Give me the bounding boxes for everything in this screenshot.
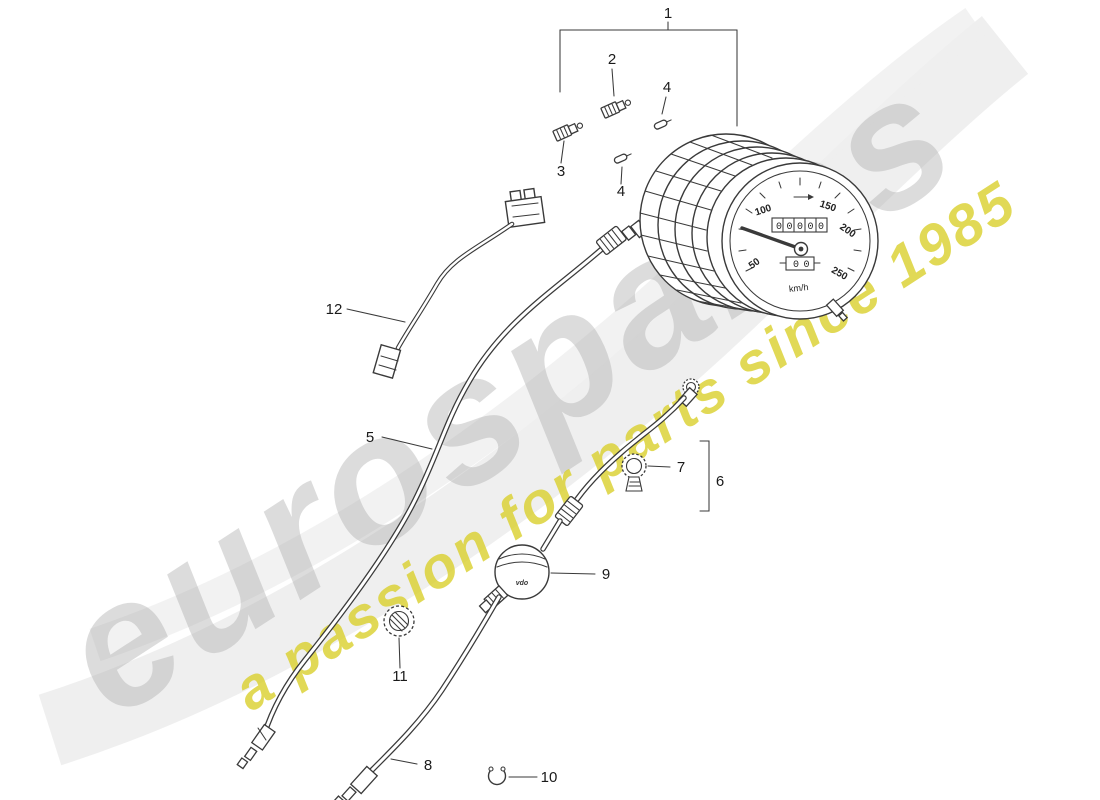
callout-7: 7	[677, 459, 685, 476]
cable5-end-fitting	[236, 723, 276, 770]
callout-1: 1	[664, 5, 672, 22]
drum-hatching	[639, 134, 773, 313]
part-2-bulb-socket	[600, 99, 632, 119]
leader-lines	[346, 21, 738, 778]
callout-2: 2	[608, 51, 616, 68]
ribbon-swoosh-narrow	[89, 7, 985, 662]
ribbon-swoosh-wide	[38, 16, 1029, 766]
callout-5: 5	[366, 429, 374, 446]
dial-number-150: 150	[818, 199, 838, 215]
part-8-cable-with-sender: vdo	[332, 378, 700, 800]
part-4-bulb-upper	[653, 119, 672, 130]
callout-4-lower: 4	[617, 183, 625, 200]
callout-9: 9	[602, 566, 610, 583]
callout-10: 10	[541, 769, 558, 786]
callout-4-upper: 4	[663, 79, 671, 96]
trip-odometer: 00	[779, 256, 821, 271]
harness-plug	[372, 343, 402, 380]
part-4-bulb-lower	[613, 153, 632, 164]
sender-brand-label: vdo	[516, 580, 529, 587]
cable8-end-fitting	[332, 765, 379, 800]
part-12-harness	[372, 187, 546, 380]
trip-digits: 00	[793, 260, 814, 271]
cable5-knurled-nut	[595, 225, 627, 255]
part-9-pulse-sender: vdo	[478, 544, 550, 614]
dial-number-100: 100	[754, 203, 774, 219]
part-7-pinion	[621, 453, 647, 492]
callout-12: 12	[326, 301, 343, 318]
needle	[740, 226, 803, 251]
part-10-circlip	[487, 766, 507, 786]
part-11-drive-gear	[383, 605, 415, 637]
unit-label: km/h	[788, 282, 808, 294]
dial-ticks	[738, 177, 862, 272]
trip-reset-knob	[825, 298, 849, 322]
callout-3: 3	[557, 163, 565, 180]
odometer: 00000	[771, 217, 829, 233]
speedometer-gauge: 100 150 200 250 50 00000	[639, 133, 879, 322]
callout-11: 11	[392, 668, 408, 685]
callout-8: 8	[424, 757, 432, 774]
gauge-face	[729, 170, 871, 312]
direction-arrow	[793, 194, 814, 200]
part-5-speedometer-cable	[236, 219, 649, 770]
part-3-bulb-socket	[552, 122, 584, 142]
gauge-bezel	[721, 162, 879, 320]
odometer-digits: 00000	[776, 222, 829, 233]
callout-6: 6	[716, 473, 724, 490]
